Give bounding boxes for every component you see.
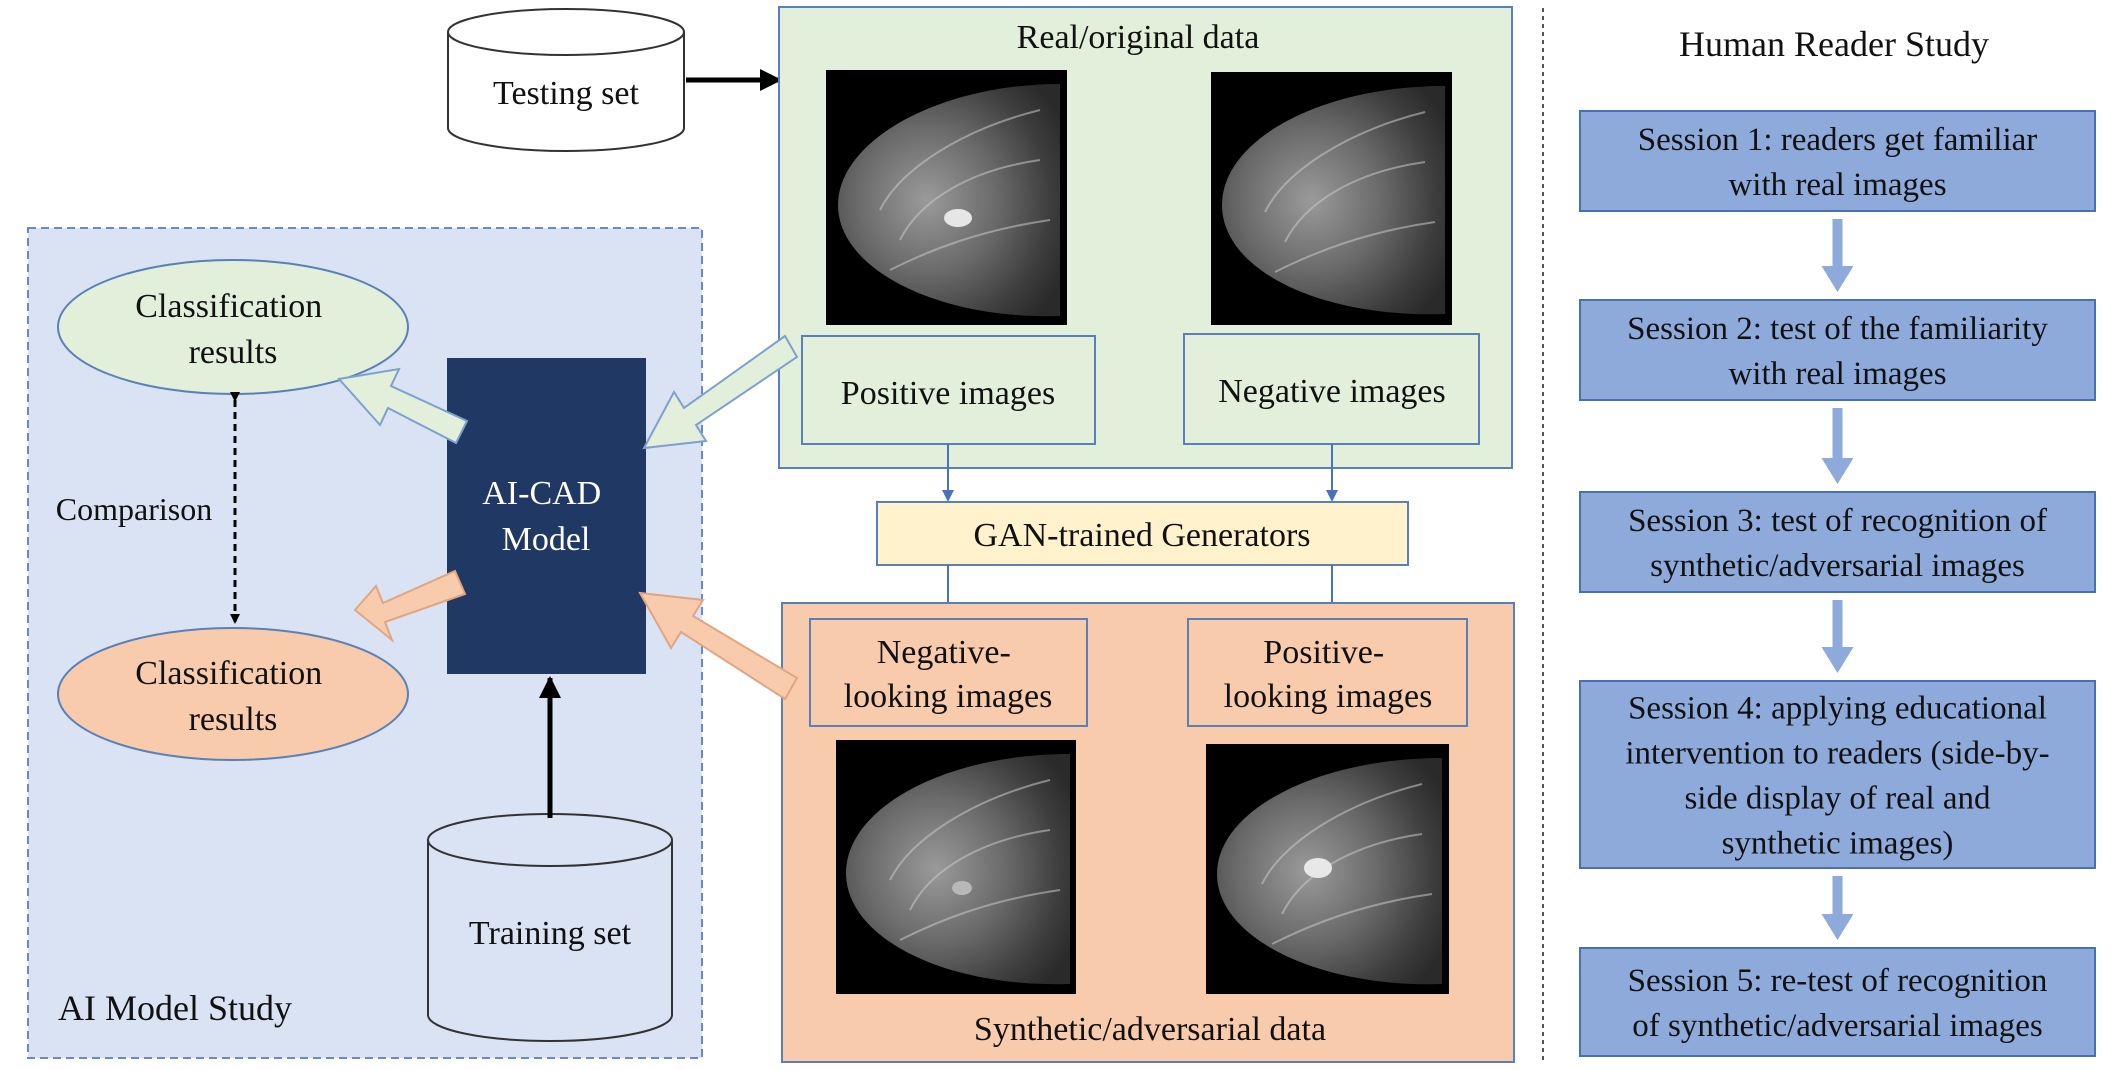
positive-to-model-block-arrow	[642, 334, 799, 450]
synthetic-data-title: Synthetic/adversarial data	[974, 1011, 1326, 1048]
session-2-to-3-arrow-shaft	[1832, 408, 1843, 458]
session-5-line-1: Session 5: re-test of recognition	[1628, 963, 2048, 999]
session-2-line-1: Session 2: test of the familiarity	[1627, 311, 2048, 347]
session-5-box	[1579, 947, 2096, 1057]
synthetic-positive-looking-mammogram	[1206, 744, 1449, 994]
session-4-line-1: Session 4: applying educational	[1628, 691, 2047, 727]
classification-results-synthetic-label: Classification results	[135, 655, 330, 738]
gan-box	[876, 501, 1409, 566]
negative-looking-label: Negative- looking images	[844, 634, 1053, 715]
synthetic-negative-looking-mammogram	[836, 740, 1076, 994]
session-4-line-2: intervention to readers (side-by-	[1625, 736, 2049, 772]
session-2-label: Session 2: test of the familiarity with r…	[1627, 311, 2048, 392]
session-3-box	[1579, 491, 2096, 593]
session-1-to-2-arrow-head	[1821, 266, 1854, 292]
testing-set-cylinder: Testing set	[447, 8, 685, 152]
testing-set-label: Testing set	[493, 75, 639, 112]
session-4-line-3: side display of real and	[1684, 781, 1991, 817]
session-5-label: Session 5: re-test of recognition of synt…	[1628, 963, 2048, 1044]
comparison-label: Comparison	[56, 491, 212, 527]
reader-study-title: Human Reader Study	[1679, 24, 1989, 64]
session-4-line-4: synthetic images)	[1722, 826, 1954, 862]
model-to-results-synthetic-block-arrow	[353, 569, 467, 644]
classification-results-synthetic-ellipse	[57, 627, 409, 761]
session-3-line-1: Session 3: test of recognition of	[1628, 503, 2047, 539]
session-1-line-1: Session 1: readers get familiar	[1638, 122, 2038, 158]
classification-results-real-label: Classification results	[135, 288, 330, 371]
ai-cad-model-label: AI-CAD Model	[482, 475, 609, 558]
synthetic-to-model-block-arrow	[638, 591, 799, 701]
negative-images-label: Negative images	[1218, 373, 1446, 410]
negative-images-box	[1183, 333, 1480, 445]
session-4-box	[1579, 680, 2096, 869]
session-4-label: Session 4: applying educational intervent…	[1625, 691, 2049, 862]
session-2-box	[1579, 299, 2096, 401]
positive-images-label: Positive images	[841, 375, 1055, 412]
session-list: Session 1: readers get familiar with real…	[1579, 110, 2096, 1057]
training-set-cylinder: Training set	[427, 813, 673, 1042]
session-4-to-5-arrow-head	[1821, 914, 1854, 940]
positive-images-box	[801, 335, 1096, 445]
ai-cad-model-box	[447, 358, 646, 674]
gan-label: GAN-trained Generators	[973, 517, 1310, 554]
comparison-label-bg	[40, 486, 224, 534]
positive-looking-label: Positive- looking images	[1224, 634, 1433, 715]
session-3-line-2: synthetic/adversarial images	[1650, 548, 2025, 584]
session-1-box	[1579, 110, 2096, 212]
ai-model-panel-label: AI Model Study	[58, 988, 292, 1028]
session-3-label: Session 3: test of recognition of synthet…	[1628, 503, 2047, 584]
real-data-title: Real/original data	[1017, 19, 1260, 56]
session-2-to-3-arrow-head	[1821, 458, 1854, 484]
session-2-line-2: with real images	[1728, 356, 1946, 392]
session-1-label: Session 1: readers get familiar with real…	[1638, 122, 2038, 203]
real-negative-mammogram	[1211, 72, 1452, 325]
session-4-to-5-arrow-shaft	[1832, 876, 1843, 914]
negative-looking-box	[809, 618, 1088, 727]
session-1-to-2-arrow-shaft	[1832, 219, 1843, 266]
session-3-to-4-arrow-shaft	[1832, 600, 1843, 647]
model-to-results-real-block-arrow	[337, 367, 469, 445]
session-1-line-2: with real images	[1728, 167, 1946, 203]
positive-looking-box	[1187, 618, 1468, 727]
session-5-line-2: of synthetic/adversarial images	[1632, 1008, 2043, 1044]
classification-results-real-ellipse	[57, 259, 409, 395]
session-3-to-4-arrow-head	[1821, 647, 1854, 673]
real-positive-mammogram	[826, 70, 1067, 325]
training-set-label: Training set	[469, 915, 632, 952]
